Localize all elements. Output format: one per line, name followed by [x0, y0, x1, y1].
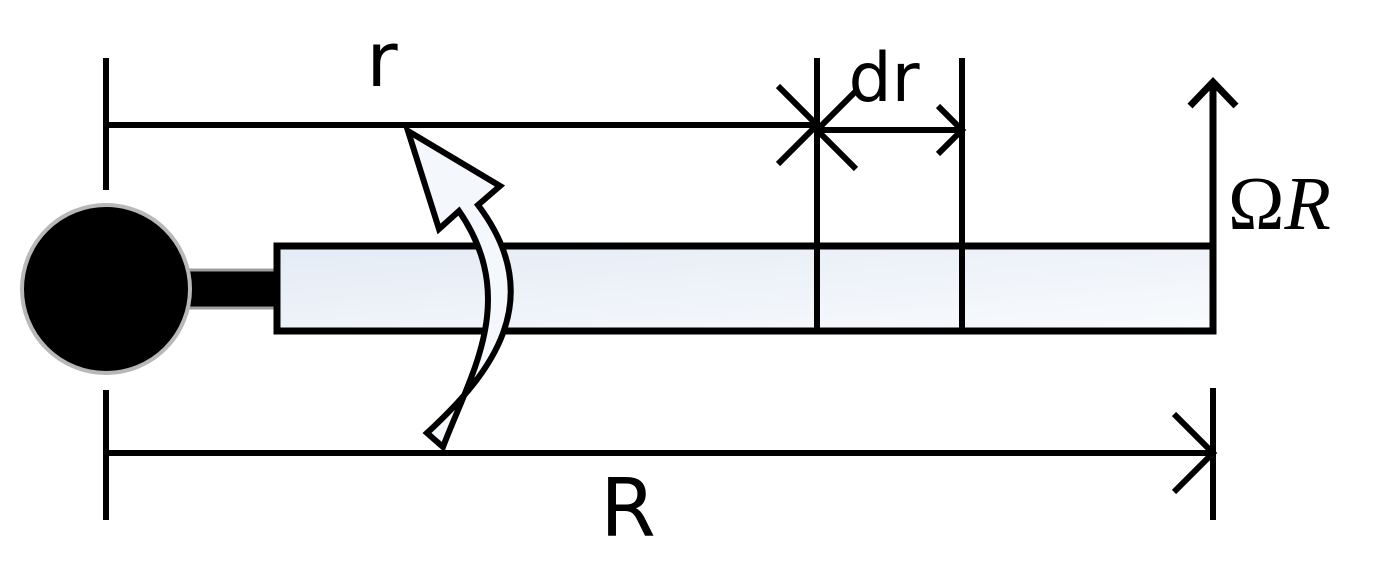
blade-radius-arrowhead — [1171, 411, 1218, 495]
curved-rotation-arrow-icon — [402, 124, 514, 453]
element-width-arrowhead-right — [935, 103, 967, 157]
blade-radius-dimension — [103, 388, 1218, 520]
element-width-arrowhead-left — [812, 88, 859, 172]
hub-shaft — [178, 268, 282, 310]
radius-position-arrowhead — [775, 83, 822, 167]
hub-icon — [20, 203, 192, 375]
element-width-dimension — [812, 88, 967, 172]
radius-position-dimension — [103, 58, 822, 190]
tip-velocity-arrow — [1187, 76, 1239, 331]
tip-speed-label: ΩR — [1228, 162, 1331, 246]
hub-assembly — [20, 203, 282, 375]
blade-body — [273, 242, 1217, 335]
element-width-label: dr — [848, 39, 919, 118]
tip-speed-omega: Ω — [1228, 162, 1284, 246]
upward-arrow-icon — [1187, 76, 1239, 109]
radius-position-label: r — [366, 15, 398, 104]
tip-speed-radius: R — [1283, 162, 1330, 246]
blade-radius-label: R — [600, 462, 656, 555]
